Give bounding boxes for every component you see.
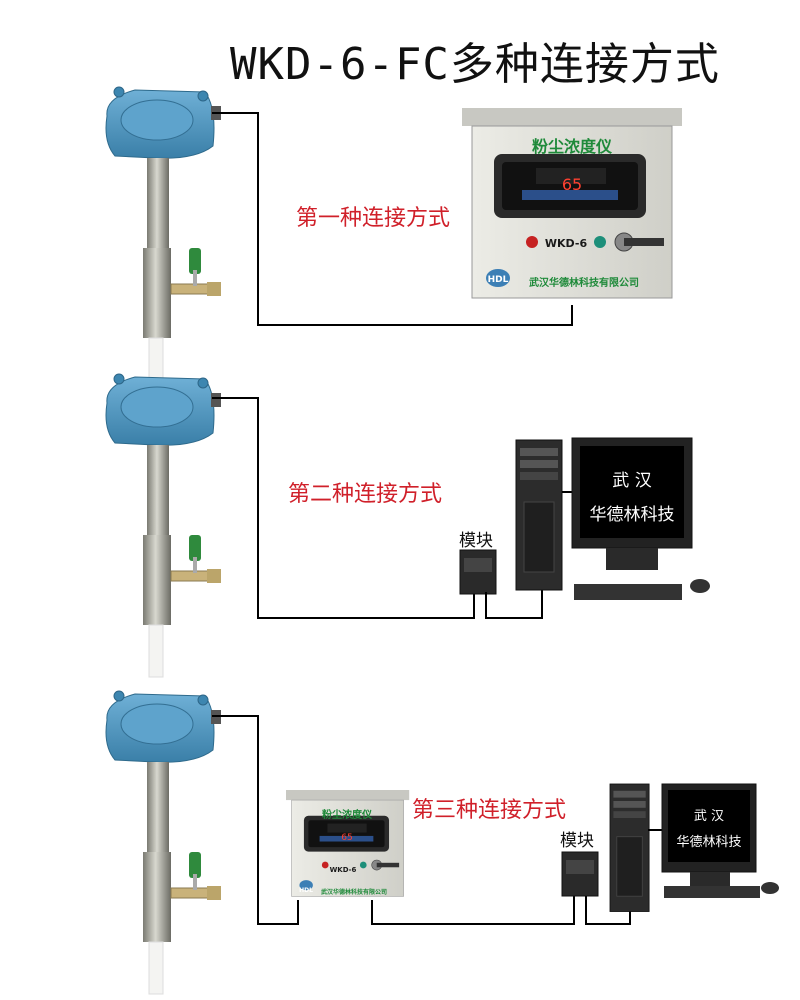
instrument-3-company: 武汉华德林科技有限公司	[321, 888, 387, 896]
keyboard-2	[574, 584, 682, 600]
instrument-1-model: WKD-6	[545, 237, 588, 250]
cable-3b	[371, 896, 575, 925]
instrument-1-company: 武汉华德林科技有限公司	[529, 276, 639, 289]
method-1-label: 第一种连接方式	[296, 206, 451, 231]
cable-2	[212, 397, 475, 619]
module-3	[561, 851, 599, 897]
instrument-1-display: 65	[562, 175, 582, 194]
page-title: WKD-6-FC多种连接方式	[230, 39, 720, 90]
monitor-3-line1: 武 汉	[694, 809, 724, 824]
cable-3	[212, 715, 299, 925]
cable-2b	[485, 590, 543, 619]
sensor-3	[105, 690, 222, 995]
instrument-3-display: 65	[341, 833, 352, 843]
sensor-1	[105, 86, 222, 391]
monitor-2-line2: 华德林科技	[590, 505, 675, 525]
instrument-3	[285, 789, 410, 897]
method-3-label: 第三种连接方式	[412, 798, 567, 823]
instrument-3-logo: HDL	[299, 887, 313, 894]
sensor-2	[105, 373, 222, 678]
method-2-label: 第二种连接方式	[288, 482, 443, 507]
keyboard-3	[664, 886, 760, 898]
tower-2	[515, 439, 563, 591]
monitor-3-line2: 华德林科技	[676, 835, 741, 850]
monitor-2-line1: 武 汉	[612, 471, 651, 491]
instrument-3-model: WKD-6	[330, 866, 357, 874]
module-2	[459, 549, 497, 595]
instrument-3-name: 粉尘浓度仪	[322, 808, 373, 821]
tower-3	[609, 783, 650, 912]
cable-1	[212, 112, 573, 326]
module-3-label: 模块	[560, 831, 594, 851]
module-2-label: 模块	[459, 531, 493, 551]
instrument-1-logo: HDL	[488, 275, 509, 285]
instrument-1-name: 粉尘浓度仪	[532, 137, 613, 156]
